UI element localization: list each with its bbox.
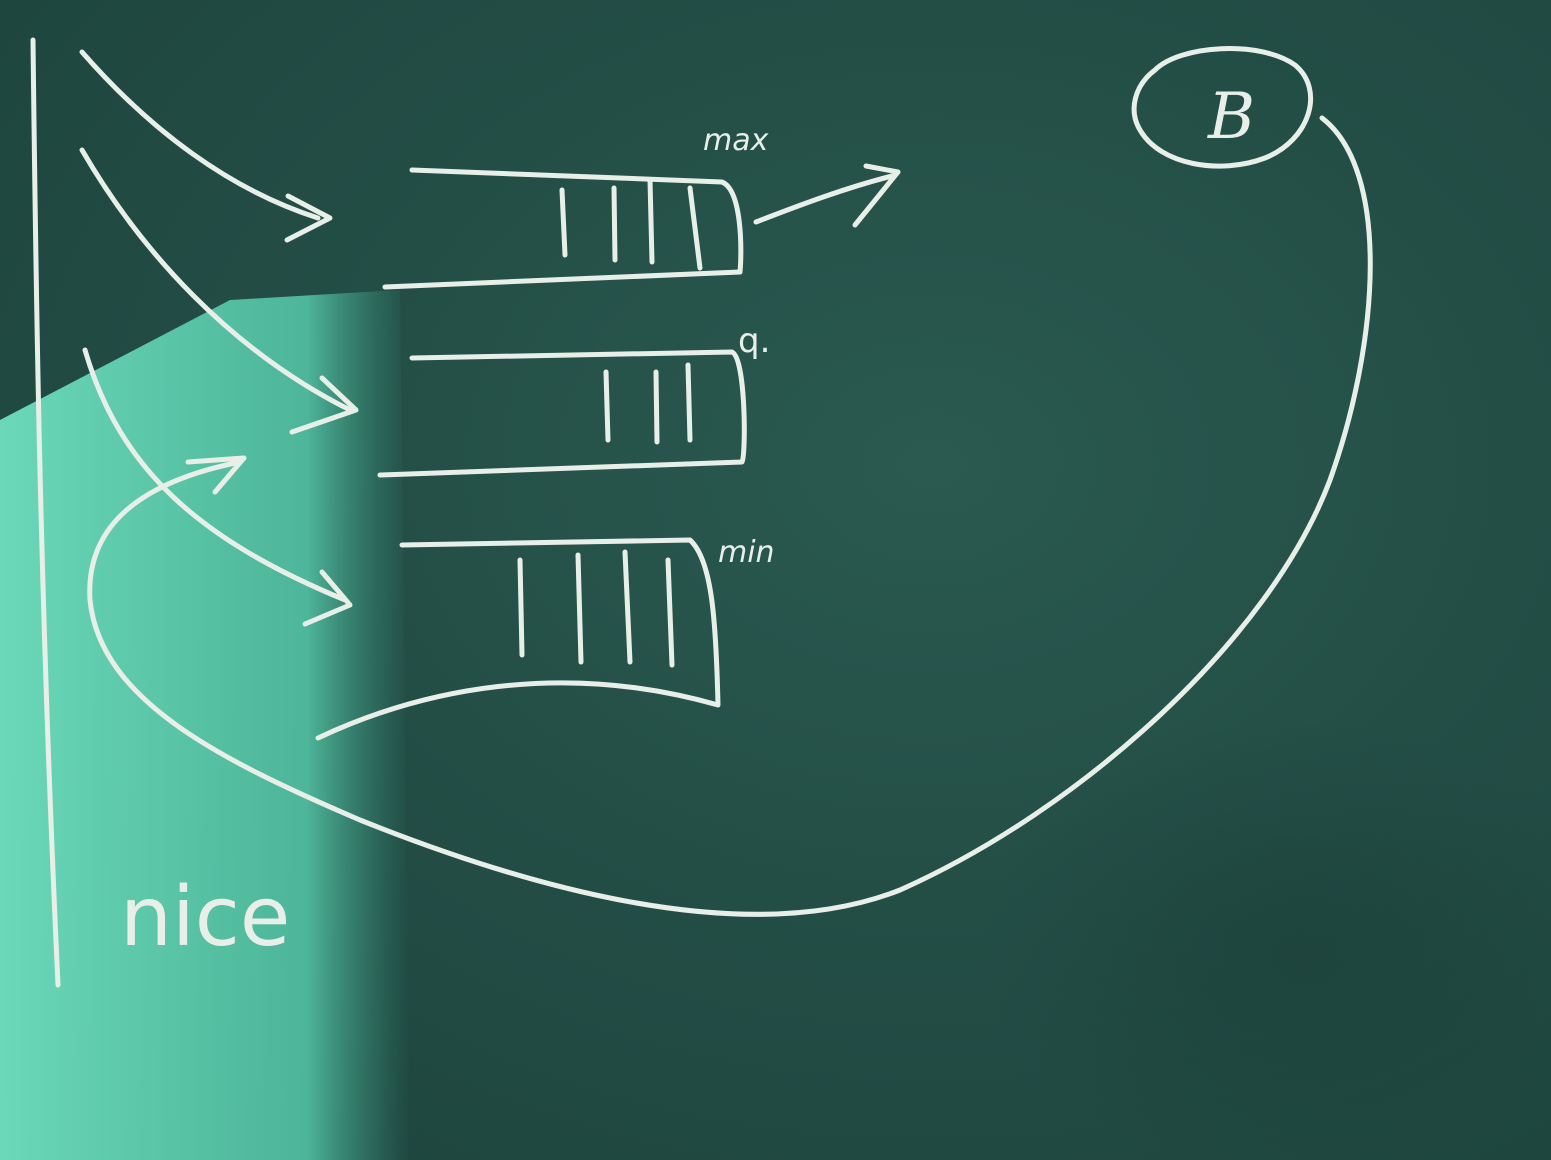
- middle-queue: [377, 349, 747, 478]
- arrow-head: [302, 569, 353, 627]
- max-queue-bars: [559, 177, 703, 271]
- max-queue: [382, 167, 744, 290]
- circle-b: [1131, 46, 1314, 169]
- arrow-head: [852, 163, 901, 228]
- feedback-loop: [87, 115, 1373, 917]
- arrow-to-max-queue: [79, 49, 321, 221]
- arrow-to-min-queue: [82, 347, 348, 603]
- output-arrow: [753, 173, 895, 225]
- arrow-to-middle-queue: [79, 147, 353, 413]
- light-patch: [0, 290, 410, 1160]
- q-label: q.: [738, 321, 770, 361]
- max-label: max: [703, 123, 769, 158]
- eraser-smudge: [980, 720, 1551, 1160]
- min-queue: [315, 537, 721, 741]
- b-label: B: [1207, 80, 1255, 154]
- min-queue-bars: [517, 549, 675, 668]
- nice-label: nice: [120, 870, 290, 965]
- arrow-head: [284, 193, 333, 243]
- vertical-line: [30, 37, 61, 988]
- middle-queue-bars: [603, 362, 693, 445]
- min-label: min: [718, 535, 775, 570]
- arrow-head: [185, 455, 247, 495]
- arrow-head: [289, 375, 359, 435]
